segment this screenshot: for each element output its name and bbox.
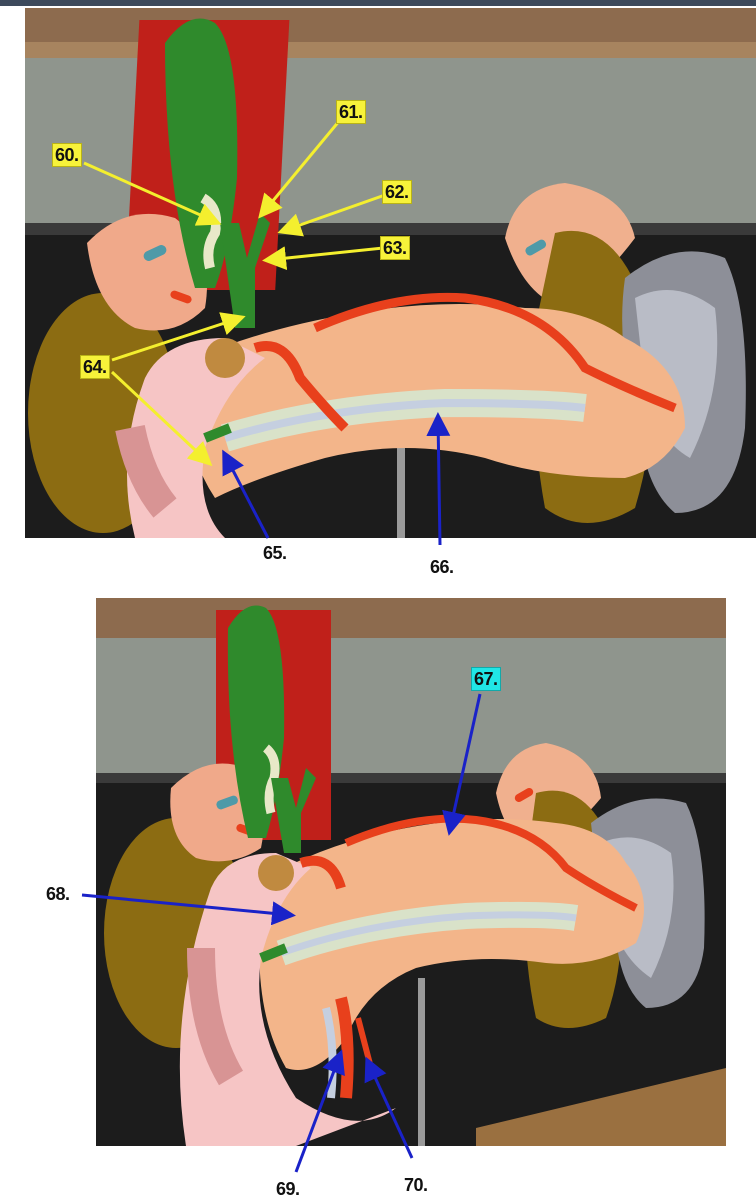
label-62: 62. <box>382 180 412 204</box>
anatomy-photo-top <box>25 8 756 538</box>
label-68: 68. <box>46 884 70 904</box>
label-63: 63. <box>380 236 410 260</box>
label-70: 70. <box>404 1175 428 1195</box>
label-69: 69. <box>276 1179 300 1199</box>
window-top-bar <box>0 0 756 6</box>
label-67: 67. <box>471 667 501 691</box>
label-61: 61. <box>336 100 366 124</box>
label-64: 64. <box>80 355 110 379</box>
anatomy-photo-bottom <box>96 598 726 1146</box>
label-65: 65. <box>263 543 287 563</box>
label-60: 60. <box>52 143 82 167</box>
label-66: 66. <box>430 557 454 577</box>
